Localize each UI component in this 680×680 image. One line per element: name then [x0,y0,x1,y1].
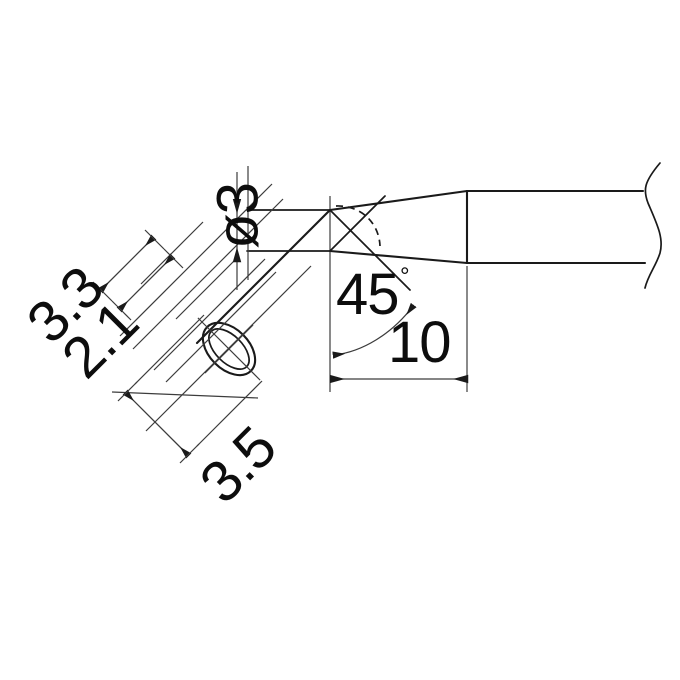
label-bevel-angle: 45 ° [334,262,444,342]
bevel-face-ellipse [197,317,261,381]
diagonal-dimension-set [92,221,263,464]
tip-length-text: 10 [388,310,451,375]
face-inner-text: 2.1 [50,290,151,391]
angle-dimension [332,302,417,359]
tip-body-outline [328,162,662,289]
label-shaft-diameter: ø3 [178,156,298,276]
label-face-major: 3.3 [0,240,130,370]
bevel-face-lines [195,195,411,392]
degree-symbol-text: ° [400,263,409,290]
face-minor-text: 3.5 [188,415,289,516]
shaft-diameter-text: ø3 [206,183,271,249]
length-dimension [329,266,469,392]
label-face-minor: 3.5 [168,395,308,535]
label-tip-length: 10 [386,310,486,390]
bevel-angle-text: 45 [336,262,399,327]
diameter-dimension [232,166,249,290]
label-face-inner: 2.1 [35,275,165,405]
